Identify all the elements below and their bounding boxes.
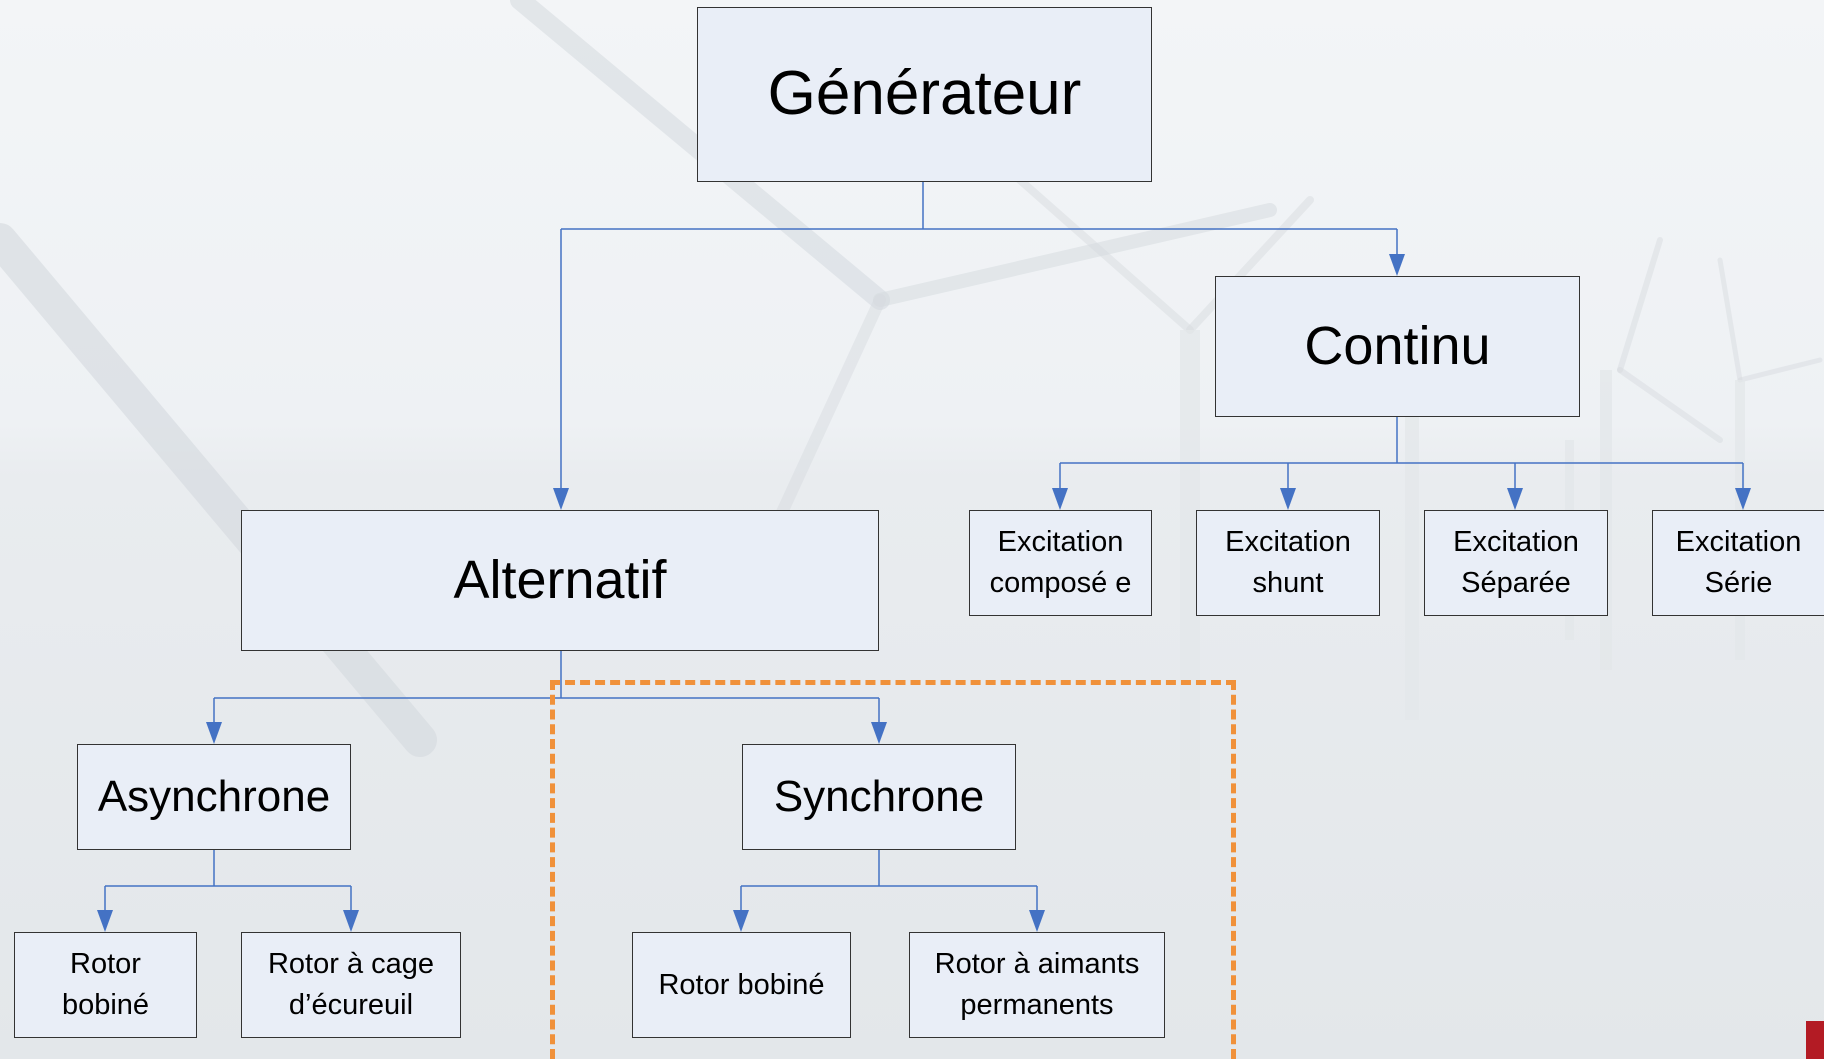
node-synchrone: Synchrone bbox=[742, 744, 1016, 850]
node-excitation-composee: Excitation composé e bbox=[969, 510, 1152, 616]
node-asynchrone: Asynchrone bbox=[77, 744, 351, 850]
node-excitation-serie-label: Excitation Série bbox=[1675, 526, 1802, 599]
arrowhead-icon bbox=[553, 488, 569, 510]
node-rotor-cage-ecureuil: Rotor à cage d’écureuil bbox=[241, 932, 461, 1038]
link-continu bbox=[1052, 417, 1751, 510]
connector-line bbox=[741, 850, 1037, 887]
node-generateur-label: Générateur bbox=[767, 59, 1082, 129]
arrowhead-icon bbox=[733, 910, 749, 932]
connector-line bbox=[214, 651, 879, 699]
arrowhead-icon bbox=[1280, 488, 1296, 510]
link-alternatif bbox=[206, 651, 887, 744]
node-sync-rotor-bobine-label: Rotor bobiné bbox=[658, 968, 825, 1001]
connector-line bbox=[1060, 417, 1743, 464]
connector-line bbox=[561, 182, 1397, 230]
node-alternatif: Alternatif bbox=[241, 510, 879, 651]
arrowhead-icon bbox=[1735, 488, 1751, 510]
node-excitation-shunt-label: Excitation shunt bbox=[1225, 526, 1351, 599]
arrowhead-icon bbox=[1052, 488, 1068, 510]
node-continu-label: Continu bbox=[1304, 315, 1491, 376]
node-excitation-serie: Excitation Série bbox=[1652, 510, 1824, 616]
node-asynchrone-label: Asynchrone bbox=[97, 771, 331, 821]
node-alternatif-label: Alternatif bbox=[453, 549, 667, 610]
arrowhead-icon bbox=[871, 722, 887, 744]
connector-line bbox=[105, 850, 351, 887]
arrowhead-icon bbox=[1029, 910, 1045, 932]
link-synchrone bbox=[733, 850, 1045, 932]
arrowhead-icon bbox=[97, 910, 113, 932]
arrowhead-icon bbox=[1507, 488, 1523, 510]
node-rotor-aimants-permanents-label: Rotor à aimants permanents bbox=[934, 948, 1140, 1021]
node-rotor-aimants-permanents: Rotor à aimants permanents bbox=[909, 932, 1165, 1038]
node-synchrone-label: Synchrone bbox=[773, 771, 985, 821]
arrowhead-icon bbox=[206, 722, 222, 744]
link-asynchrone bbox=[97, 850, 359, 932]
node-generateur: Générateur bbox=[697, 7, 1152, 182]
arrowhead-icon bbox=[343, 910, 359, 932]
node-excitation-separee: Excitation Séparée bbox=[1424, 510, 1608, 616]
arrowhead-icon bbox=[1389, 254, 1405, 276]
node-rotor-cage-ecureuil-label: Rotor à cage d’écureuil bbox=[267, 948, 435, 1021]
node-async-rotor-bobine-label: Rotor bobiné bbox=[61, 948, 150, 1021]
link-generateur bbox=[553, 182, 1405, 510]
node-async-rotor-bobine: Rotor bobiné bbox=[14, 932, 197, 1038]
node-continu: Continu bbox=[1215, 276, 1580, 417]
node-excitation-separee-label: Excitation Séparée bbox=[1453, 526, 1579, 599]
node-excitation-shunt: Excitation shunt bbox=[1196, 510, 1380, 616]
corner-logo-fragment bbox=[1806, 1021, 1824, 1059]
node-excitation-composee-label: Excitation composé e bbox=[989, 526, 1132, 599]
node-sync-rotor-bobine: Rotor bobiné bbox=[632, 932, 851, 1038]
synchrone-highlight-box bbox=[550, 680, 1236, 1059]
